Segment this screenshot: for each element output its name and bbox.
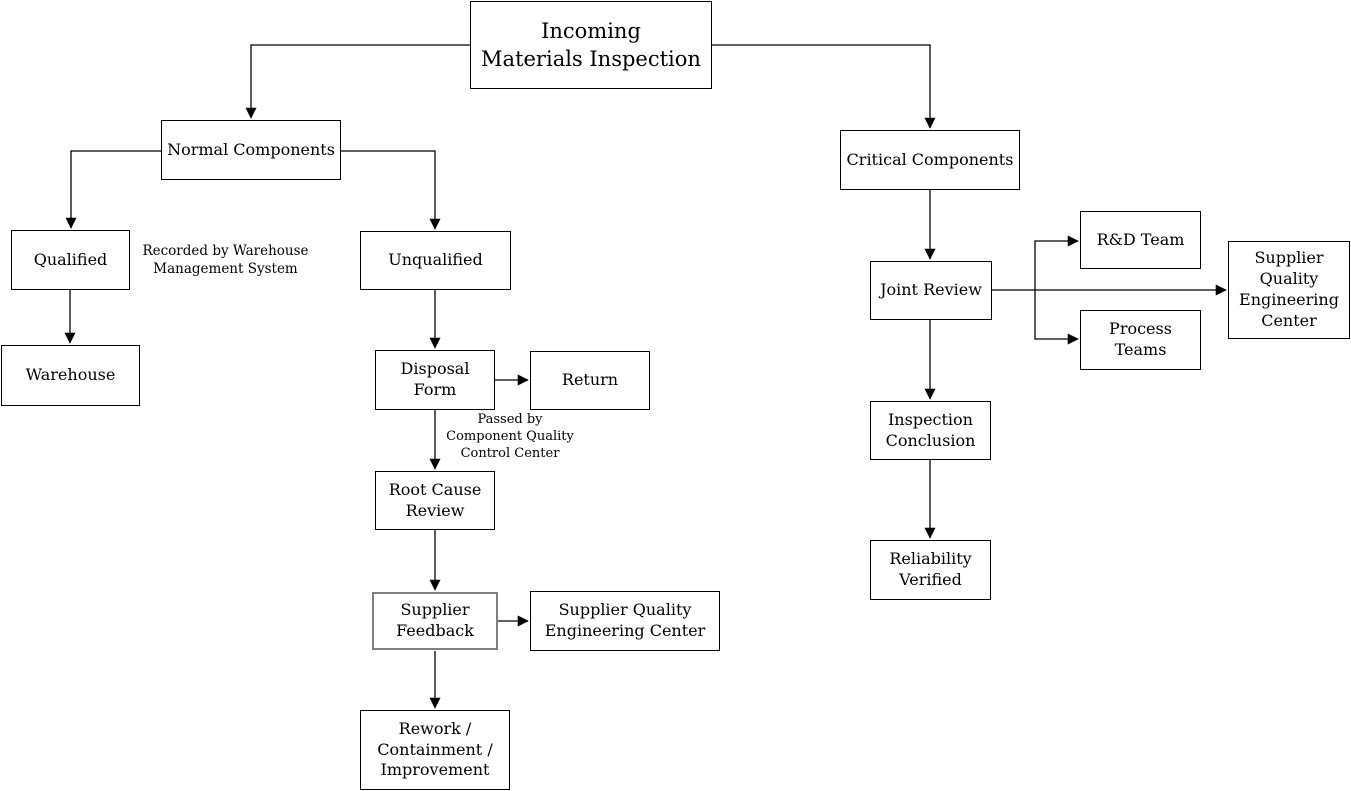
node-normal-components: Normal Components bbox=[161, 120, 341, 180]
node-supplier-feedback: Supplier Feedback bbox=[372, 592, 498, 650]
edge-incoming-to-normal bbox=[245, 44, 470, 119]
node-incoming-materials-inspection: Incoming Materials Inspection bbox=[470, 1, 712, 89]
node-rd-team: R&D Team bbox=[1080, 211, 1201, 269]
node-inspection-conclusion: Inspection Conclusion bbox=[870, 401, 991, 460]
edge-joint-to-rd-team bbox=[1034, 235, 1079, 290]
edge-normal-to-qualified bbox=[65, 150, 161, 229]
node-reliability-verified: Reliability Verified bbox=[870, 540, 991, 600]
edge-normal-to-unqualified bbox=[341, 150, 441, 230]
node-supplier-quality-engineering-center-right: Supplier Quality Engineering Center bbox=[1228, 241, 1350, 339]
annotation-recorded-by-warehouse: Recorded by Warehouse Management System bbox=[142, 243, 309, 277]
node-unqualified: Unqualified bbox=[360, 231, 511, 290]
edge-incoming-to-critical bbox=[712, 44, 936, 129]
node-disposal-form: Disposal Form bbox=[375, 350, 495, 410]
node-warehouse: Warehouse bbox=[1, 345, 140, 406]
node-joint-review: Joint Review bbox=[870, 261, 992, 320]
node-root-cause-review: Root Cause Review bbox=[375, 471, 495, 530]
node-supplier-quality-engineering-center-left: Supplier Quality Engineering Center bbox=[530, 591, 720, 651]
node-rework-containment-improvement: Rework / Containment / Improvement bbox=[360, 710, 510, 790]
node-qualified: Qualified bbox=[11, 230, 130, 290]
node-return: Return bbox=[530, 351, 650, 410]
node-critical-components: Critical Components bbox=[840, 130, 1020, 190]
annotation-passed-by-cqcc: Passed by Component Quality Control Cent… bbox=[446, 412, 574, 462]
edge-joint-to-process-teams bbox=[1034, 290, 1079, 345]
node-process-teams: Process Teams bbox=[1080, 310, 1201, 370]
